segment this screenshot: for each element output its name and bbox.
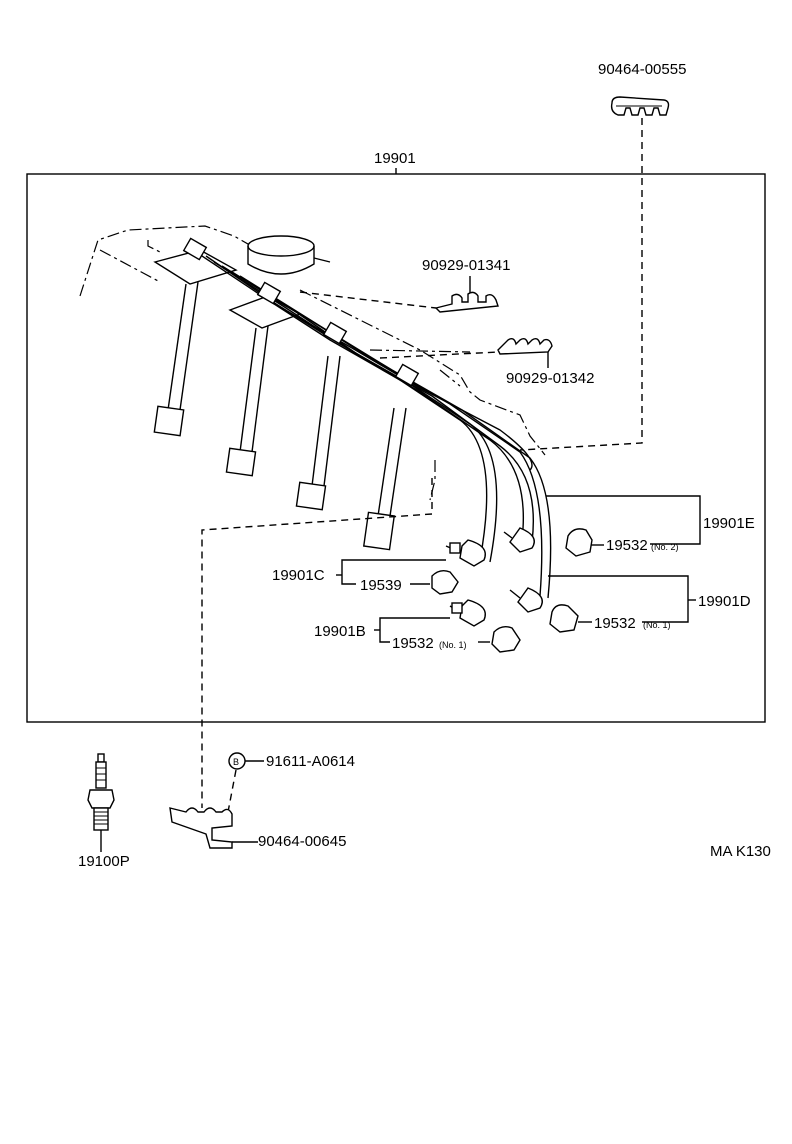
leader-clamp-a-dash [299, 291, 437, 309]
label-cord-b[interactable]: 19901B [314, 623, 366, 640]
cord-clamp-a-part [434, 291, 499, 313]
label-boot-b-note: (No. 1) [439, 640, 467, 650]
label-cord-e[interactable]: 19901E [703, 515, 755, 532]
label-cord-c[interactable]: 19901C [272, 567, 325, 584]
bracket-cord-d [548, 575, 689, 623]
spark-plug-part [87, 753, 115, 852]
boot-e-part [565, 528, 593, 557]
high-tension-cords [182, 237, 552, 599]
leader-clamp-b-dash [379, 351, 499, 359]
label-boot-c[interactable]: 19539 [360, 577, 402, 594]
label-clamp-b[interactable]: 90929-01342 [506, 370, 594, 387]
label-cord-d[interactable]: 19901D [698, 593, 751, 610]
label-clamp-top[interactable]: 90464-00555 [598, 61, 686, 78]
label-clamp-bottom[interactable]: 90464-00645 [258, 833, 346, 850]
bolt-mark: B [228, 752, 246, 770]
assembly-frame [26, 173, 766, 723]
label-bolt[interactable]: 91611-A0614 [266, 753, 355, 770]
bracket-cord-c [341, 559, 446, 585]
cord-end-b [449, 599, 486, 627]
cord-clamp-top-part [610, 96, 670, 116]
plug-tube-1 [153, 249, 238, 437]
cord-end-e [503, 527, 535, 553]
leader-clamp-top [519, 118, 643, 451]
label-boot-e[interactable]: 19532 [606, 537, 648, 554]
label-boot-e-note: (No. 2) [651, 542, 679, 552]
cord-end-c [445, 539, 486, 567]
label-clamp-a[interactable]: 90929-01341 [422, 257, 510, 274]
boot-b-part [491, 625, 521, 653]
label-boot-d-note: (No. 1) [643, 620, 671, 630]
plug-tube-3 [295, 355, 341, 511]
plug-tube-2 [225, 295, 302, 477]
plug-tube-4 [362, 407, 407, 551]
label-boot-d[interactable]: 19532 [594, 615, 636, 632]
cord-clamp-b-part [497, 337, 553, 355]
figure-code: MA K130 [710, 843, 771, 860]
boot-d-part [549, 604, 579, 633]
cord-end-d [509, 587, 543, 613]
bolt-mark-letter: B [233, 757, 239, 767]
label-spark-plug[interactable]: 19100P [78, 853, 130, 870]
boot-c-part [431, 569, 459, 595]
label-boot-b[interactable]: 19532 [392, 635, 434, 652]
bracket-cord-e [546, 495, 701, 545]
cord-clamp-bottom-part [169, 807, 233, 849]
label-assembly[interactable]: 19901 [374, 150, 416, 167]
leader-bolt-dash [227, 769, 237, 813]
cylinder-head-outline [79, 225, 546, 501]
leader-clamp-bottom [201, 478, 433, 808]
